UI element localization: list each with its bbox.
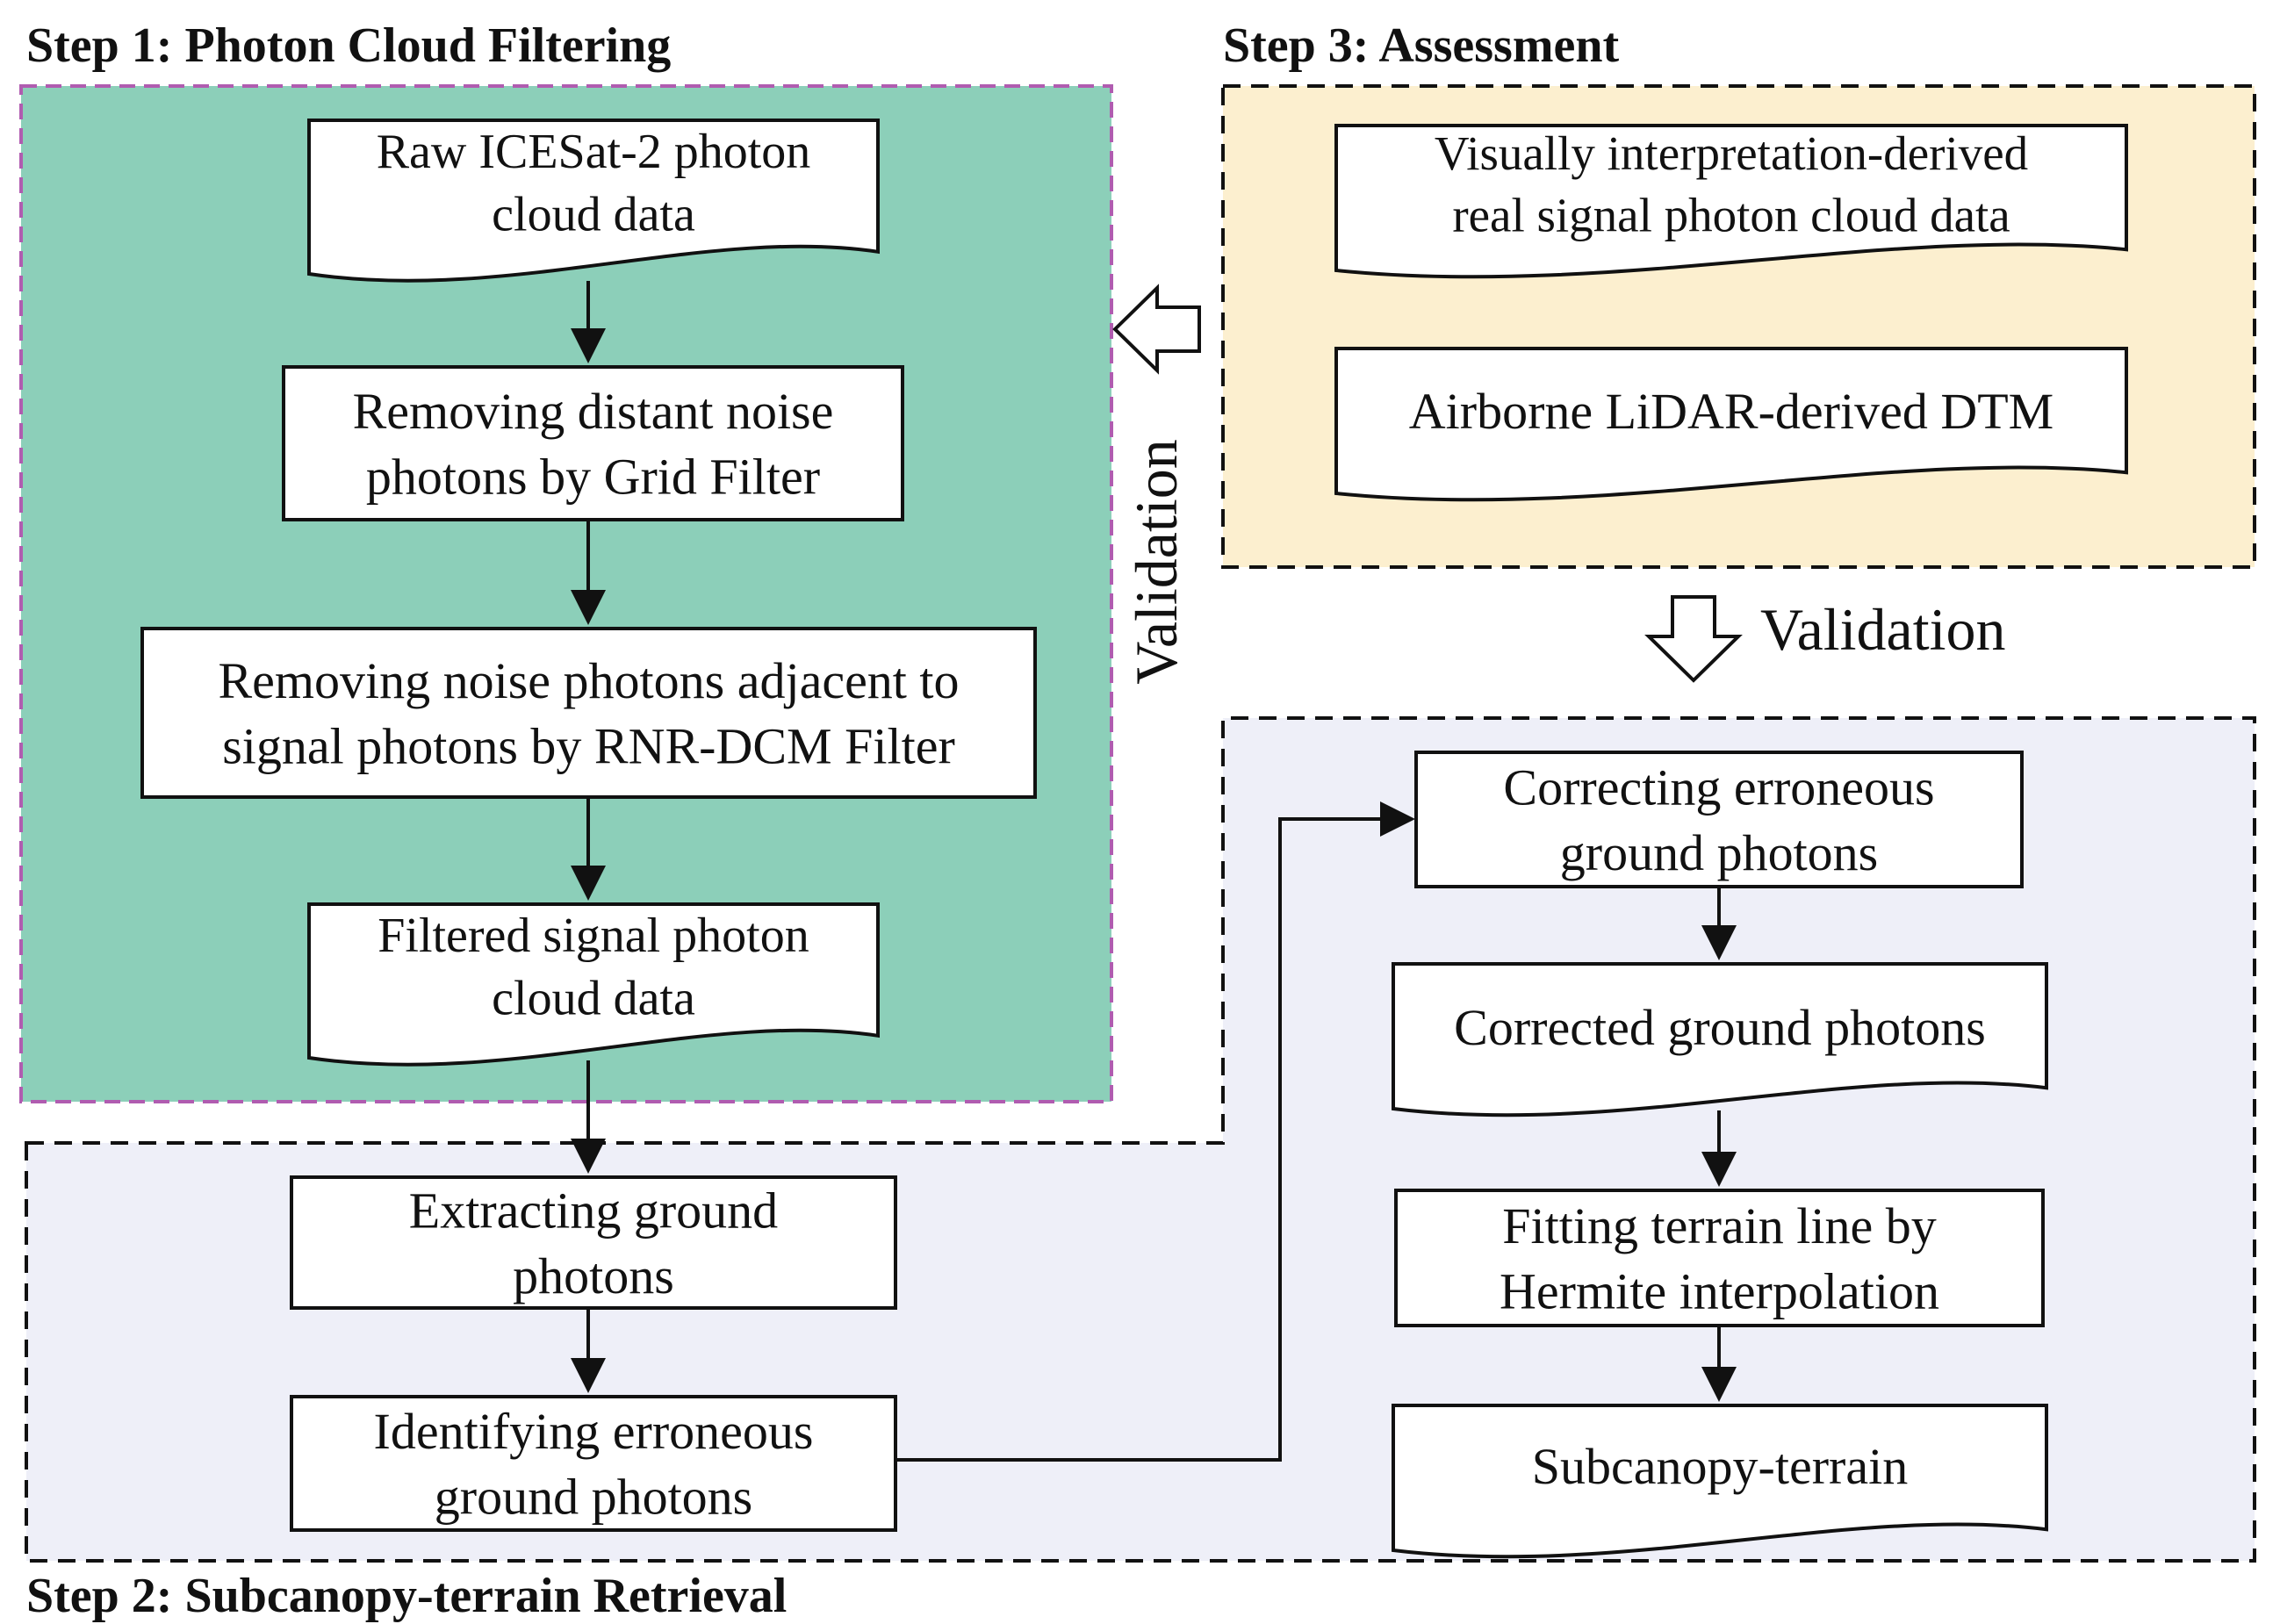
filtered-data-box-text-line: cloud data xyxy=(492,971,695,1025)
step2-region xyxy=(25,716,2256,1563)
correct-box-text-line: ground photons xyxy=(1560,824,1879,881)
extract-box-text-line: photons xyxy=(513,1247,674,1304)
subcanopy-box-shape xyxy=(1392,1404,2048,1559)
corrected-box-text-line: Corrected ground photons xyxy=(1454,999,1986,1056)
identify-box-text-line: Identifying erroneous xyxy=(374,1403,814,1460)
filtered-data-box-shape xyxy=(307,902,880,1067)
fitting-box: Fitting terrain line by Hermite interpola… xyxy=(1394,1189,2045,1327)
visual-interp-box-text-line: Visually interpretation-derived xyxy=(1435,126,2028,180)
validation-label-vertical: Validation xyxy=(1123,439,1190,685)
fitting-box-text-line: Fitting terrain line by xyxy=(1502,1197,1937,1254)
visual-interp-box: Visually interpretation-derived real sign… xyxy=(1334,124,2128,279)
identify-box: Identifying erroneous ground photons xyxy=(290,1395,897,1532)
raw-data-box-text-line: cloud data xyxy=(492,187,695,241)
arrow-identify-to-correct xyxy=(895,801,1415,1462)
step3-title: Step 3: Assessment xyxy=(1223,18,1619,73)
rnr-filter-box-shape xyxy=(140,627,1037,799)
corrected-box-shape xyxy=(1392,962,2048,1117)
grid-filter-box-shape xyxy=(282,365,904,521)
identify-box-text-line: ground photons xyxy=(435,1468,753,1525)
visual-interp-box-text-line: real signal photon cloud data xyxy=(1452,188,2010,241)
correct-box: Correcting erroneous ground photons xyxy=(1414,751,2024,888)
validation-arrow-down xyxy=(1644,595,1743,683)
filtered-data-box: Filtered signal photon cloud data xyxy=(307,902,880,1067)
raw-data-box: Raw ICESat-2 photon cloud data xyxy=(307,119,880,283)
connectors xyxy=(571,281,1737,1462)
corrected-box: Corrected ground photons xyxy=(1392,962,2048,1117)
lidar-dtm-box-text-line: Airborne LiDAR-derived DTM xyxy=(1409,383,2054,440)
grid-filter-box-text-line: photons by Grid Filter xyxy=(366,448,820,505)
extract-box-text-line: Extracting ground xyxy=(409,1182,778,1240)
step2-title: Step 2: Subcanopy-terrain Retrieval xyxy=(26,1569,787,1623)
grid-filter-box: Removing distant noise photons by Grid Fi… xyxy=(282,365,904,521)
lidar-dtm-box: Airborne LiDAR-derived DTM xyxy=(1334,347,2128,502)
grid-filter-box-text-line: Removing distant noise xyxy=(353,383,834,440)
step1-title: Step 1: Photon Cloud Filtering xyxy=(26,18,671,73)
validation-arrow-left xyxy=(1112,284,1201,375)
extract-box: Extracting ground photons xyxy=(290,1175,897,1310)
rnr-filter-box-text-line: signal photons by RNR-DCM Filter xyxy=(222,717,955,774)
visual-interp-box-shape xyxy=(1334,124,2128,279)
rnr-filter-box-text-line: Removing noise photons adjacent to xyxy=(218,652,959,709)
validation-label-horizontal: Validation xyxy=(1760,596,2006,663)
fitting-box-shape xyxy=(1394,1189,2045,1327)
raw-data-box-text-line: Raw ICESat-2 photon xyxy=(377,125,811,179)
raw-data-box-shape xyxy=(307,119,880,283)
correct-box-shape xyxy=(1414,751,2024,888)
extract-box-shape xyxy=(290,1175,897,1310)
identify-box-shape xyxy=(290,1395,897,1532)
rnr-filter-box: Removing noise photons adjacent to signal… xyxy=(140,627,1037,799)
lidar-dtm-box-shape xyxy=(1334,347,2128,502)
correct-box-text-line: Correcting erroneous xyxy=(1503,759,1934,816)
subcanopy-box-text-line: Subcanopy-terrain xyxy=(1532,1438,1908,1495)
filtered-data-box-text-line: Filtered signal photon xyxy=(378,909,809,963)
fitting-box-text-line: Hermite interpolation xyxy=(1500,1262,1939,1319)
subcanopy-box: Subcanopy-terrain xyxy=(1392,1404,2048,1559)
